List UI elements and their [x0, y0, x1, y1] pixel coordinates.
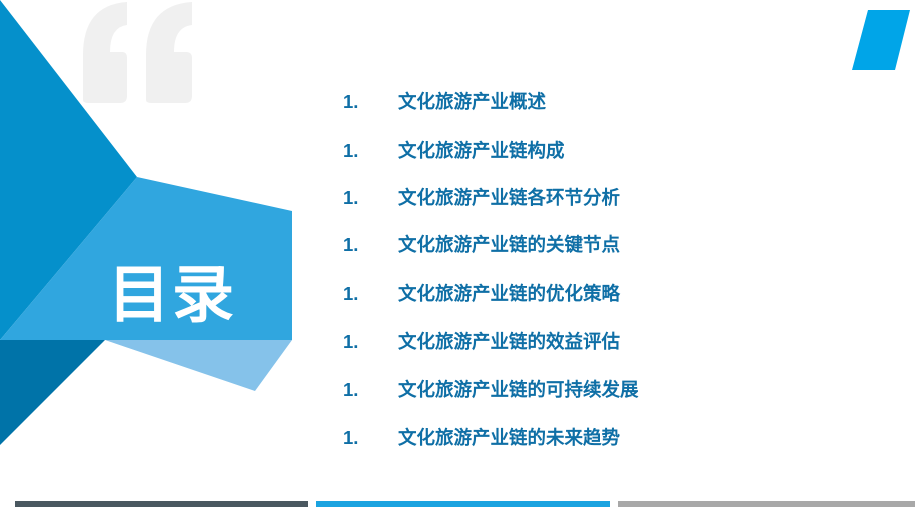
toc-label: 文化旅游产业链的优化策略 [398, 284, 621, 305]
toc-item[interactable]: 1. 文化旅游产业链的未来趋势 [343, 424, 620, 450]
triangle-top [0, 0, 137, 340]
toc-item[interactable]: 1. 文化旅游产业链各环节分析 [343, 184, 620, 210]
toc-number: 1. [343, 379, 359, 400]
toc-label: 文化旅游产业链的效益评估 [398, 332, 621, 353]
title-panel [0, 177, 292, 340]
toc-label: 文化旅游产业链构成 [398, 141, 565, 162]
page-title: 目录 [108, 258, 237, 331]
toc-item[interactable]: 1. 文化旅游产业链的可持续发展 [343, 376, 639, 402]
corner-accent [852, 10, 910, 70]
toc-item[interactable]: 1. 文化旅游产业概述 [343, 88, 546, 114]
toc-number: 1. [343, 427, 359, 448]
toc-label: 文化旅游产业链的未来趋势 [398, 428, 621, 449]
footer-bar-blue [316, 501, 610, 507]
toc-label: 文化旅游产业概述 [398, 92, 547, 113]
triangle-bottom [0, 340, 105, 445]
toc-label: 文化旅游产业链各环节分析 [398, 188, 621, 209]
toc-item[interactable]: 1. 文化旅游产业链的优化策略 [343, 280, 620, 306]
toc-number: 1. [343, 91, 359, 112]
toc-item[interactable]: 1. 文化旅游产业链的效益评估 [343, 328, 620, 354]
quote-mark-icon [83, 2, 192, 103]
footer-bar-gray [618, 501, 915, 507]
toc-label: 文化旅游产业链的关键节点 [398, 235, 621, 256]
footer-bar-dark [15, 501, 308, 507]
panel-shadow [105, 340, 292, 391]
toc-label: 文化旅游产业链的可持续发展 [398, 380, 639, 401]
toc-number: 1. [343, 283, 359, 304]
toc-number: 1. [343, 187, 359, 208]
toc-number: 1. [343, 140, 359, 161]
toc-number: 1. [343, 234, 359, 255]
toc-item[interactable]: 1. 文化旅游产业链的关键节点 [343, 231, 620, 257]
toc-item[interactable]: 1. 文化旅游产业链构成 [343, 137, 565, 163]
toc-number: 1. [343, 331, 359, 352]
